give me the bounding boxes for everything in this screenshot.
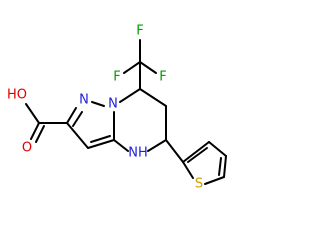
fluorine-top-label: F (136, 24, 143, 39)
bond-n-bridge-n (91, 101, 105, 107)
bond-n4-c3a (113, 139, 129, 152)
hydroxyl-label: HO (7, 88, 27, 103)
bond-cf3-left (123, 61, 141, 74)
nitrogen-ring-top-label: N (79, 93, 89, 108)
bond-c3-c3a (87, 139, 115, 149)
bond-cooh-o-double (35, 125, 45, 143)
bond-thio-c5-c4-double (218, 157, 222, 176)
bond-thio-c4-c3 (208, 141, 227, 157)
carbonyl-oxygen-label: O (22, 141, 32, 156)
sulfur-label: S (195, 177, 203, 192)
atom-labels: F F F N N NH HO O S (7, 24, 203, 192)
bond-thio-s-c5 (204, 176, 225, 185)
molecule-diagram: F F F N N NH HO O S (6, 23, 227, 192)
nitrogen-bridge-label: N (108, 97, 118, 112)
bond-c3-c3a-double (90, 135, 111, 143)
bond-cooh-oh (25, 103, 40, 124)
bonds (25, 39, 227, 185)
bond-c5-n4 (147, 139, 167, 152)
bond-c5-thiophene (165, 139, 184, 163)
fluorine-right-label: F (159, 70, 166, 85)
bond-n-c2 (66, 107, 77, 124)
bond-cf3-right (139, 61, 157, 74)
nh-label: NH (128, 146, 148, 161)
bond-c2-c3 (66, 122, 89, 149)
bond-n-bridge-c7 (119, 88, 141, 103)
bond-cooh-o (30, 122, 40, 140)
bond-c7-c6 (139, 88, 167, 107)
bond-thio-c3-c2-double (187, 147, 208, 163)
bond-n-c2-double (72, 111, 83, 127)
bond-thio-c5-c4 (223, 155, 227, 178)
bond-thio-c2-s (182, 161, 194, 179)
bond-thio-c3-c2 (182, 141, 210, 163)
fluorine-left-label: F (113, 70, 120, 85)
molecule-svg: F F F N N NH HO O S (7, 24, 227, 192)
